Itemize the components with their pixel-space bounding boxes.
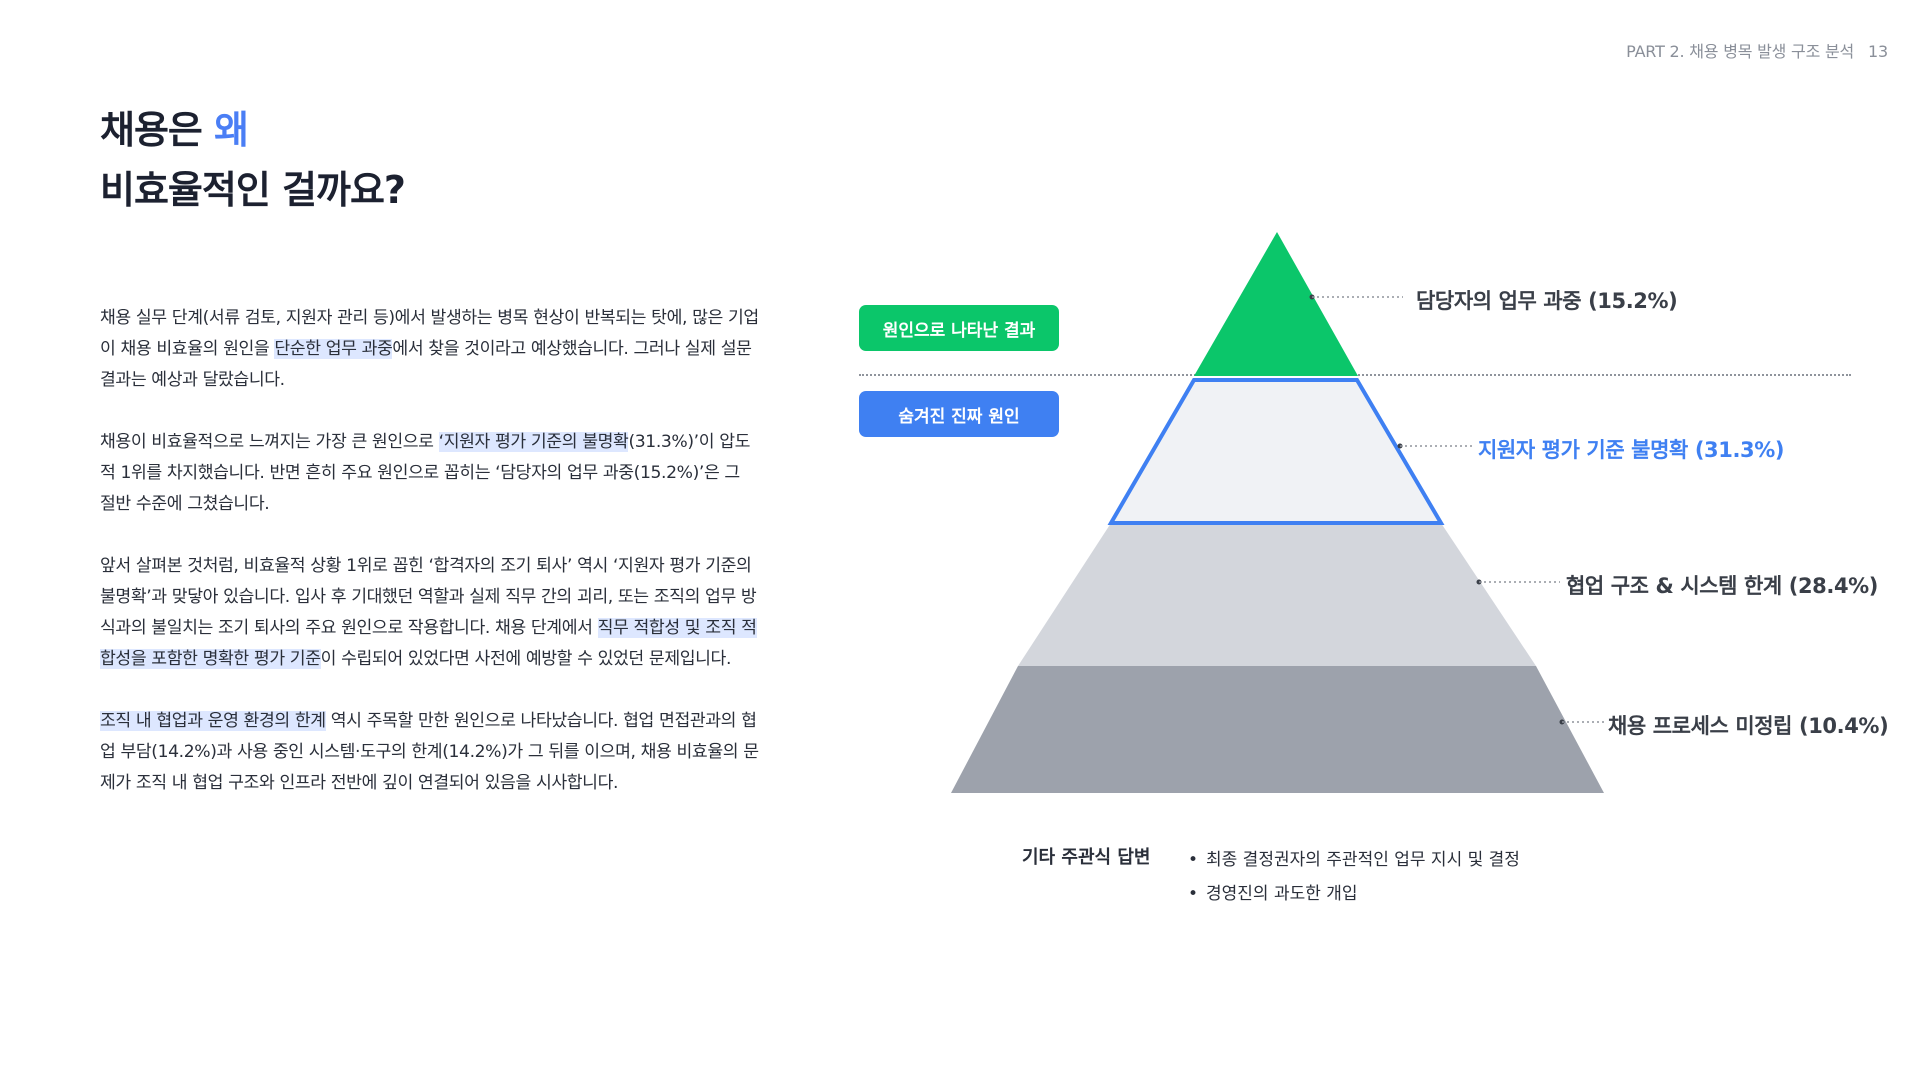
paragraph-text: 역시 주목할 만한 원인으로 나타났습니다. 협업 면접관과의 협업 부담(14… xyxy=(100,711,759,793)
highlight-text: 조직 내 협업과 운영 환경의 한계 xyxy=(100,711,326,731)
page-number: 13 xyxy=(1868,42,1888,61)
paragraph-4: 조직 내 협업과 운영 환경의 한계 역시 주목할 만한 원인으로 나타났습니다… xyxy=(100,706,760,799)
paragraph-text: 채용이 비효율적으로 느껴지는 가장 큰 원인으로 xyxy=(100,432,439,452)
others-list: 최종 결정권자의 주관적인 업무 지시 및 결정 경영진의 과도한 개입 xyxy=(1190,843,1520,911)
paragraph-text: 채용 실무 단계(서류 검토, 지원자 관리 등)에서 발생하는 병목 현상이 … xyxy=(100,308,759,359)
others-title: 기타 주관식 답변 xyxy=(1022,847,1151,868)
level-label-bottom: 채용 프로세스 미정립 (10.4%) xyxy=(1608,714,1889,738)
pyramid-level-highlight xyxy=(1107,378,1445,525)
highlight-text: ‘지원자 평가 기준의 불명확 xyxy=(438,432,629,452)
list-item: 최종 결정권자의 주관적인 업무 지시 및 결정 xyxy=(1190,843,1520,877)
title-accent-word: 왜 xyxy=(214,108,249,152)
level-label-third: 협업 구조 & 시스템 한계 (28.4%) xyxy=(1566,574,1878,598)
pyramid-level-third xyxy=(1018,523,1536,666)
list-item: 경영진의 과도한 개입 xyxy=(1190,877,1520,911)
paragraph-text: 이 수립되어 있었다면 사전에 예방할 수 있었던 문제입니다. xyxy=(320,649,732,669)
page-header: PART 2. 채용 병목 발생 구조 분석 13 xyxy=(1626,38,1888,62)
paragraph-1: 채용 실무 단계(서류 검토, 지원자 관리 등)에서 발생하는 병목 현상이 … xyxy=(100,303,760,396)
paragraph-text: 에서 찾을 것이라고 예상했습니다. 그러나 실제 설문 결과는 예상과 달랐습… xyxy=(100,339,752,390)
level-label-highlight: 지원자 평가 기준 불명확 (31.3%) xyxy=(1478,438,1785,462)
page-title: 채용은 왜 비효율적인 걸까요? xyxy=(100,100,406,220)
hidden-cause-tag: 숨겨진 진짜 원인 xyxy=(859,391,1059,437)
section-title: PART 2. 채용 병목 발생 구조 분석 xyxy=(1626,42,1855,61)
highlight-text: 단순한 업무 과중 xyxy=(274,339,393,359)
pyramid-level-top xyxy=(1194,232,1358,376)
paragraph-text: 앞서 살펴본 것처럼, 비효율적 상황 1위로 꼽힌 ‘합격자의 조기 퇴사’ … xyxy=(100,556,757,638)
title-line1-prefix: 채용은 xyxy=(100,108,215,152)
level-label-top: 담당자의 업무 과중 (15.2%) xyxy=(1416,289,1678,313)
paragraph-text: (31.3%)’이 압도적 1위를 차지했습니다. 반면 흔히 주요 원인으로 … xyxy=(100,432,751,514)
paragraph-3: 앞서 살펴본 것처럼, 비효율적 상황 1위로 꼽힌 ‘합격자의 조기 퇴사’ … xyxy=(100,551,760,675)
title-line2: 비효율적인 걸까요? xyxy=(100,168,406,212)
result-tag: 원인으로 나타난 결과 xyxy=(859,305,1059,351)
pyramid-level-bottom xyxy=(951,666,1604,793)
paragraph-2: 채용이 비효율적으로 느껴지는 가장 큰 원인으로 ‘지원자 평가 기준의 불명… xyxy=(100,427,760,520)
body-text: 채용 실무 단계(서류 검토, 지원자 관리 등)에서 발생하는 병목 현상이 … xyxy=(100,303,760,830)
